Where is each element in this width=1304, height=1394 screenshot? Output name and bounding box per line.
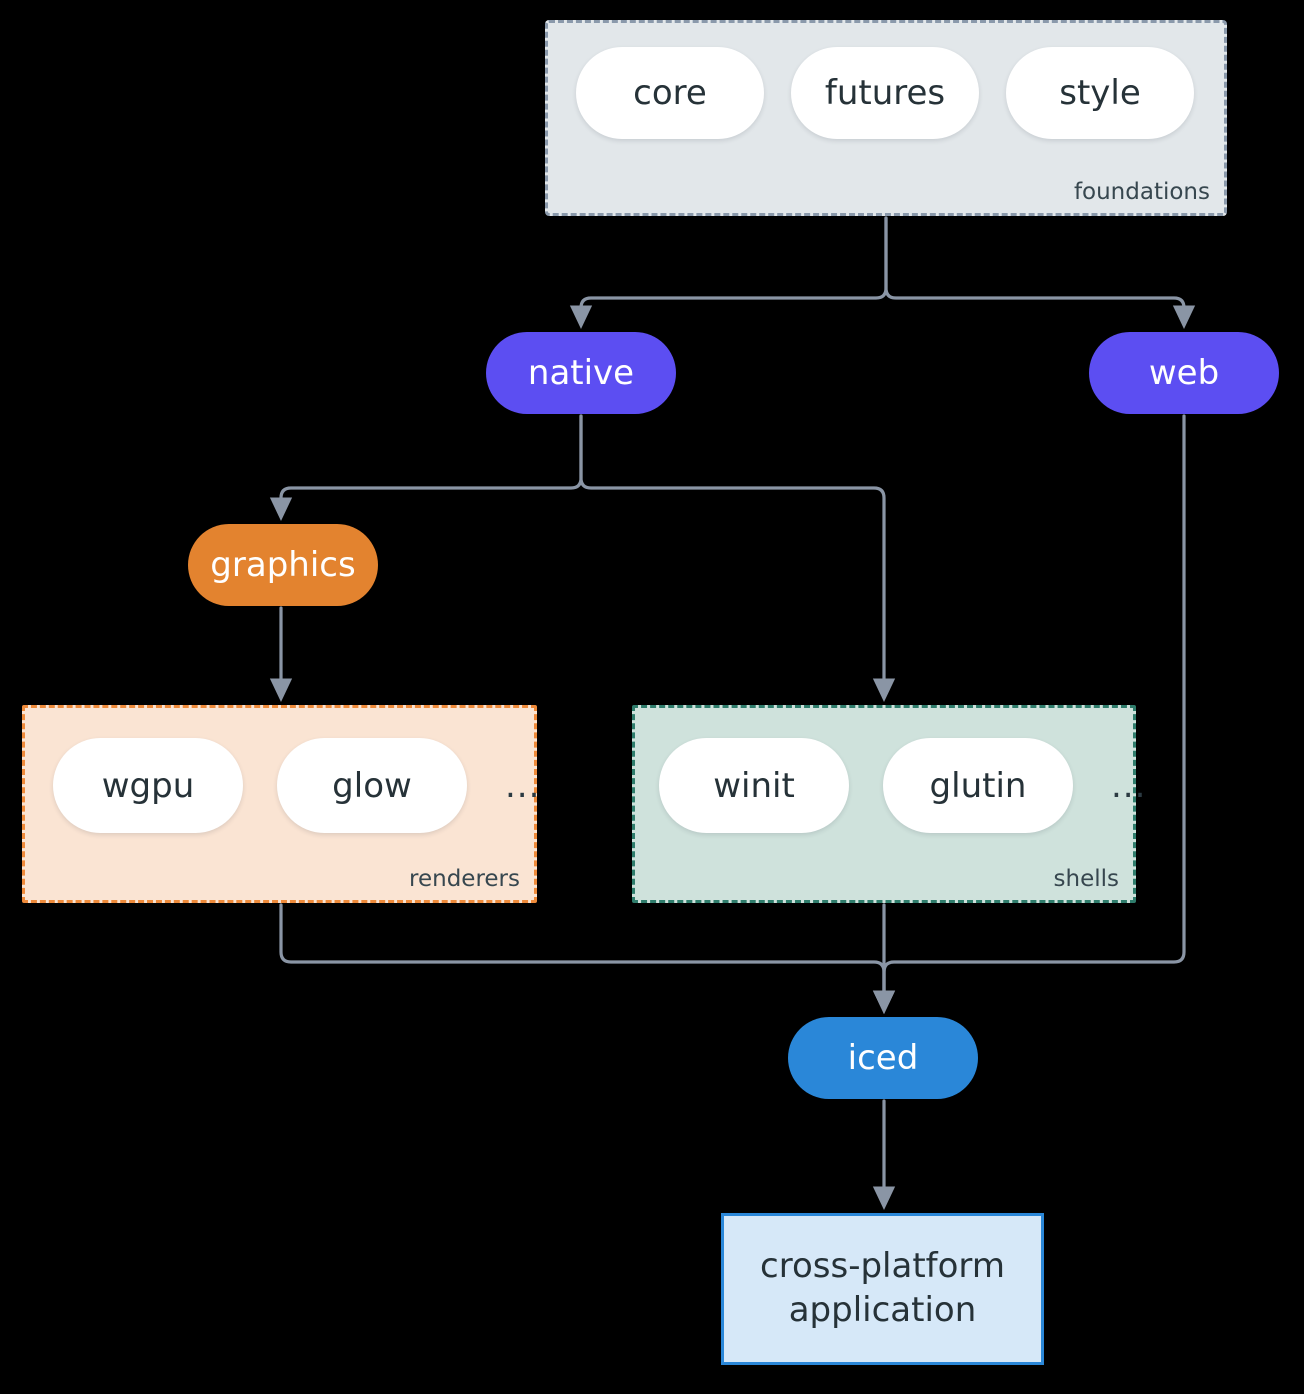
node-winit[interactable]: winit — [659, 738, 849, 833]
node-futures[interactable]: futures — [791, 47, 979, 139]
application-label-line1: cross-platform — [760, 1246, 1005, 1287]
node-iced[interactable]: iced — [788, 1017, 978, 1099]
edge-native-shells — [579, 414, 896, 703]
cluster-label-renderers: renderers — [409, 866, 520, 892]
edge-renderers-iced — [279, 903, 896, 1015]
edge-native-graphics — [269, 414, 583, 522]
node-graphics[interactable]: graphics — [188, 524, 378, 606]
foundations-member-row: core futures style — [576, 47, 1194, 139]
node-wgpu[interactable]: wgpu — [53, 738, 243, 833]
edge-foundations-web — [884, 216, 1196, 330]
renderers-ellipsis: ... — [505, 765, 541, 806]
node-style[interactable]: style — [1006, 47, 1194, 139]
node-glutin[interactable]: glutin — [883, 738, 1073, 833]
shells-ellipsis: ... — [1111, 765, 1147, 806]
edge-foundations-native — [569, 216, 888, 330]
node-web[interactable]: web — [1089, 332, 1279, 414]
application-label-line2: application — [788, 1290, 977, 1330]
cluster-foundations: core futures style foundations — [545, 20, 1227, 216]
shells-member-row: winit glutin ... — [659, 738, 1146, 833]
cluster-label-shells: shells — [1053, 866, 1119, 892]
cluster-label-foundations: foundations — [1073, 179, 1210, 205]
cluster-shells: winit glutin ... shells — [632, 705, 1145, 903]
node-glow[interactable]: glow — [277, 738, 467, 833]
renderers-member-row: wgpu glow ... — [53, 738, 540, 833]
node-core[interactable]: core — [576, 47, 764, 139]
cluster-renderers: wgpu glow ... renderers — [22, 705, 540, 903]
node-cross-platform-application[interactable]: cross-platform application — [721, 1213, 1044, 1365]
node-native[interactable]: native — [486, 332, 676, 414]
